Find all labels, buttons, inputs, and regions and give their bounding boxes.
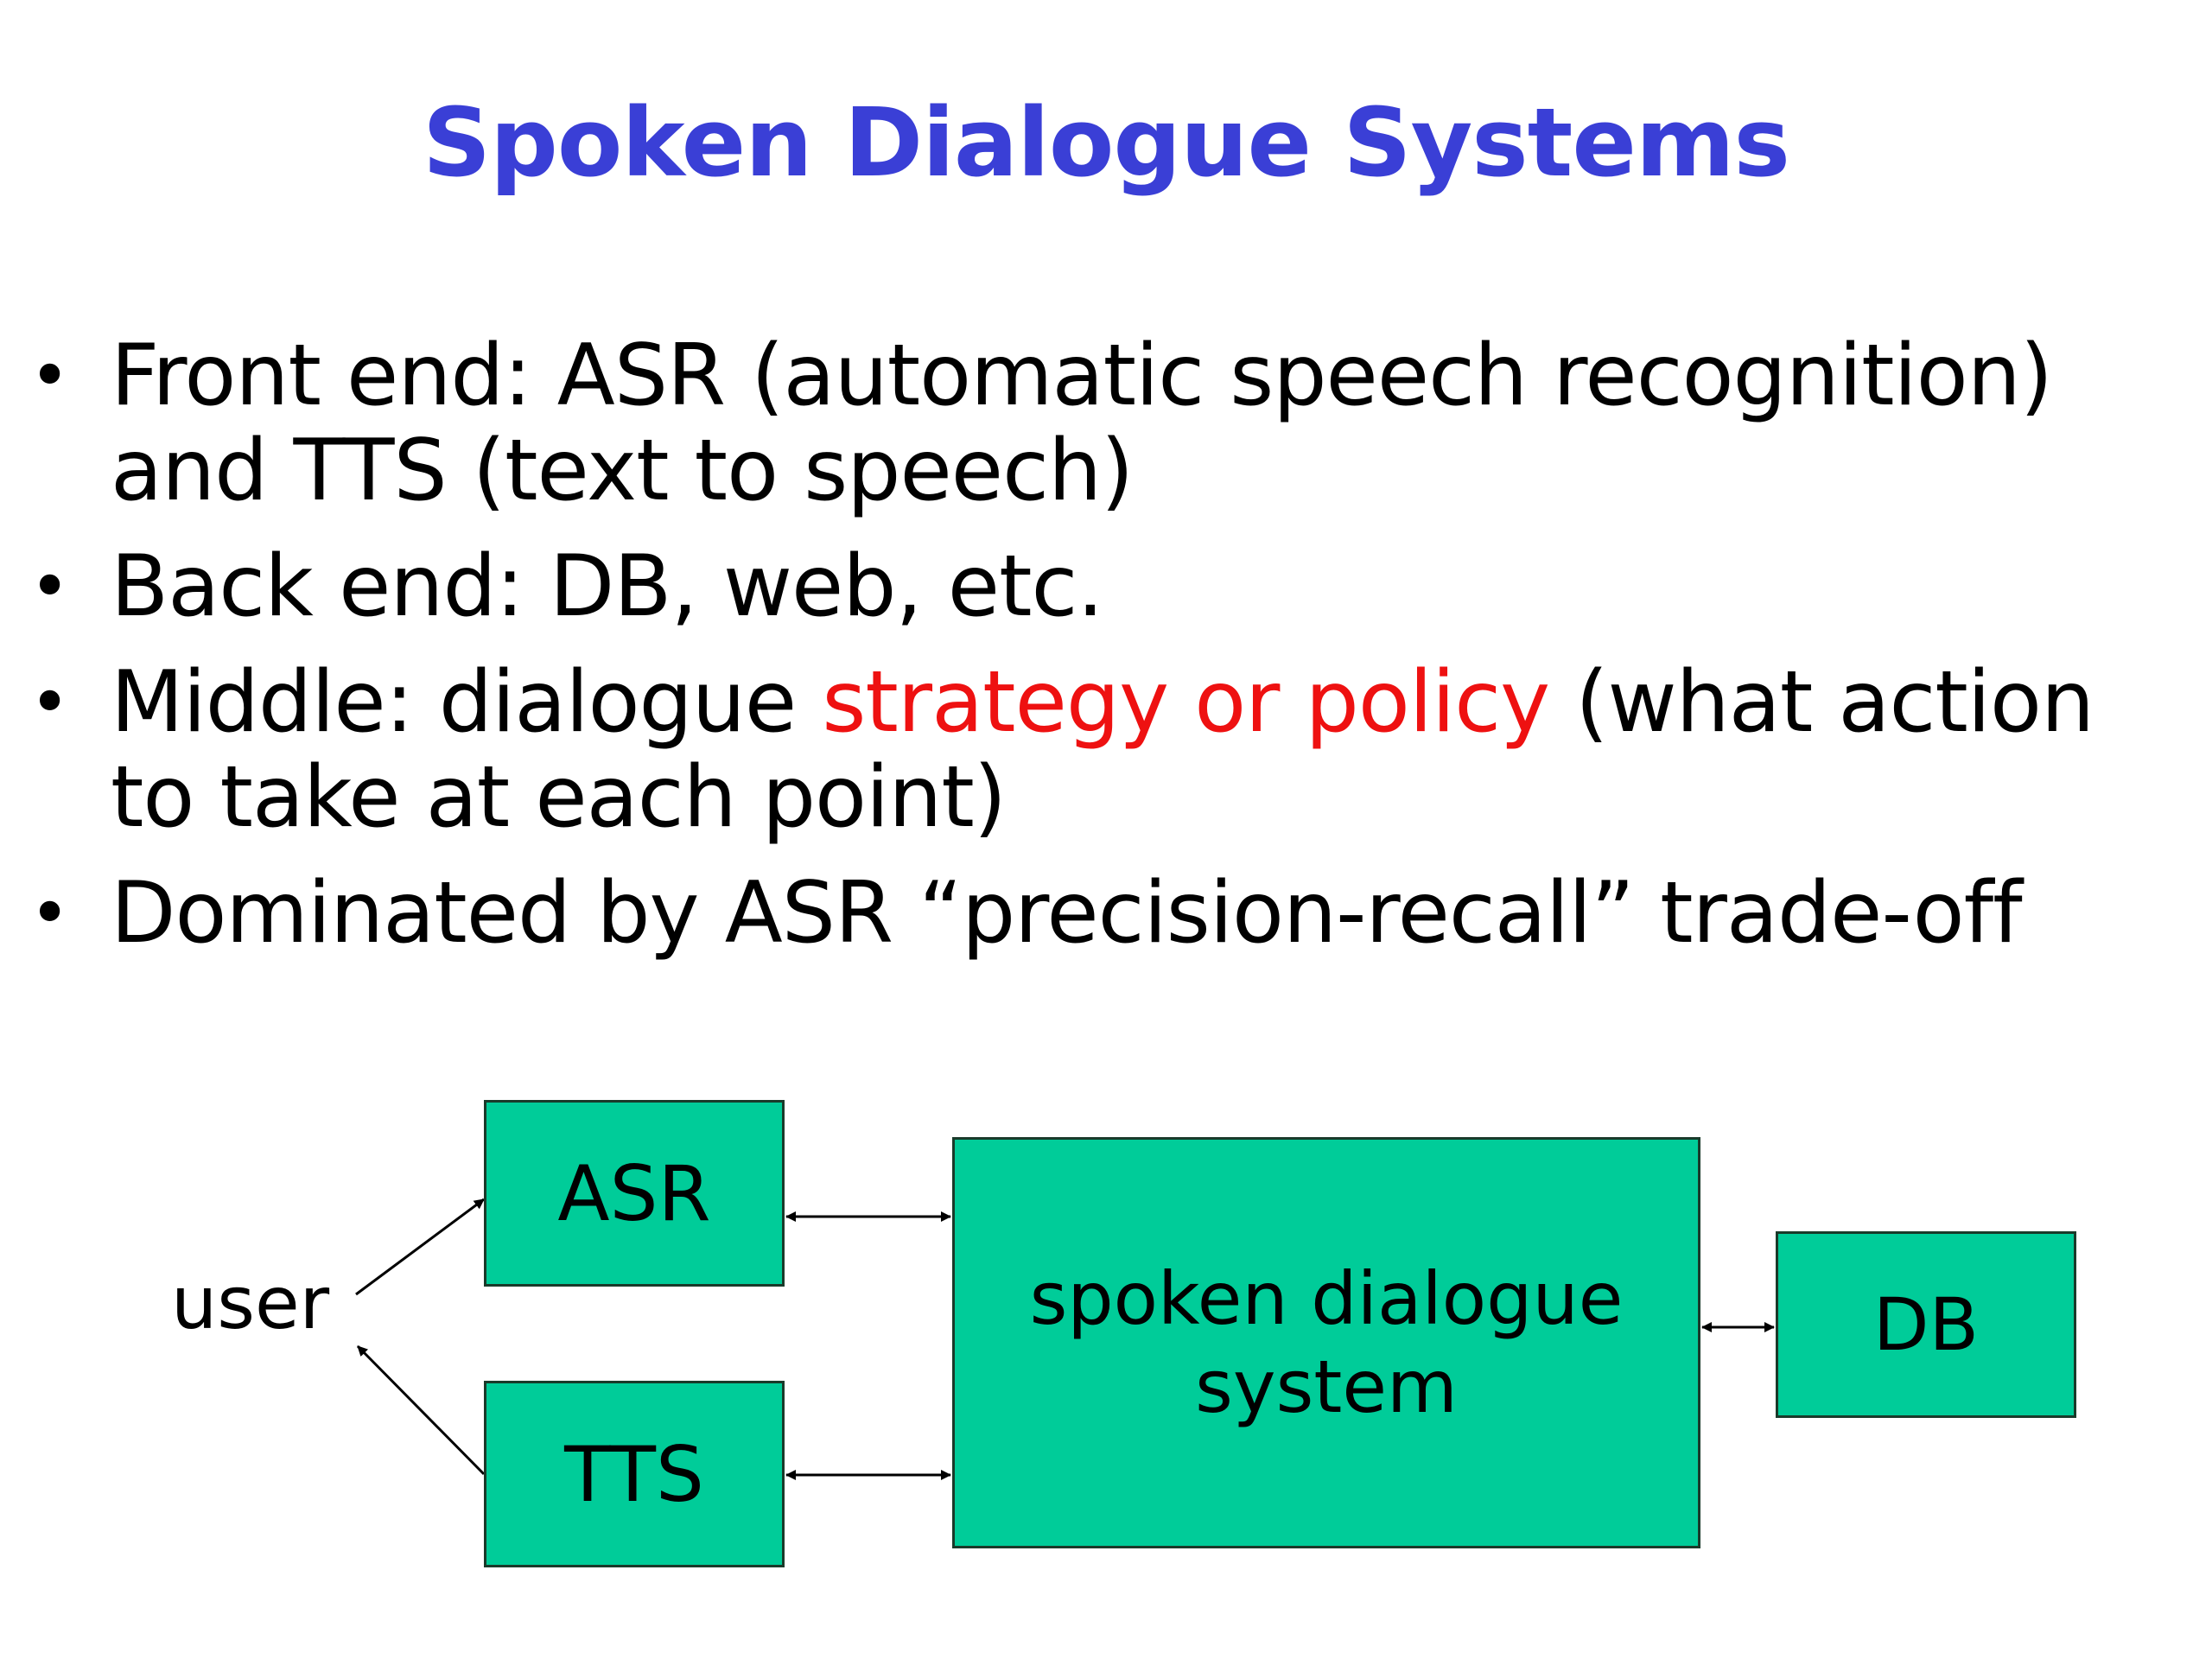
system-diagram: user ASR TTS spoken dialogue system DB (0, 1063, 2212, 1659)
db-box: DB (1776, 1231, 2076, 1418)
bullet-highlight-text: strategy or policy (822, 653, 1550, 752)
user-to-asr-arrow (355, 1198, 485, 1296)
slide-title: Spoken Dialogue Systems (422, 87, 1790, 198)
tts-box: TTS (484, 1381, 785, 1567)
bullet-text: Dominated by ASR “precision-recall” trad… (111, 864, 2023, 963)
bullet-list: • Front end: ASR (automatic speech recog… (17, 328, 2160, 982)
tts-to-user-arrow (356, 1344, 486, 1476)
bullet-text-continued: (what action to take at each point) (111, 653, 2094, 847)
user-label: user (171, 1261, 330, 1345)
bullet-item: • Back end: DB, web, etc. (17, 539, 2160, 634)
diagram-arrows (355, 1198, 1775, 1480)
bullet-text: Middle: dialogue (111, 653, 823, 752)
bullet-item: • Dominated by ASR “precision-recall” tr… (17, 866, 2160, 961)
bullet-text: Back end: DB, web, etc. (111, 537, 1104, 636)
bullet-text: Front end: ASR (automatic speech recogni… (111, 327, 2053, 520)
bullet-dot-icon: • (29, 873, 70, 953)
bullet-dot-icon: • (29, 662, 70, 742)
bullet-dot-icon: • (29, 546, 70, 626)
asr-box: ASR (484, 1100, 785, 1287)
bullet-dot-icon: • (29, 335, 70, 416)
spoken-dialogue-system-box: spoken dialogue system (952, 1137, 1700, 1548)
bullet-item: • Front end: ASR (automatic speech recog… (17, 328, 2160, 518)
bullet-item: • Middle: dialogue strategy or policy (w… (17, 655, 2160, 845)
